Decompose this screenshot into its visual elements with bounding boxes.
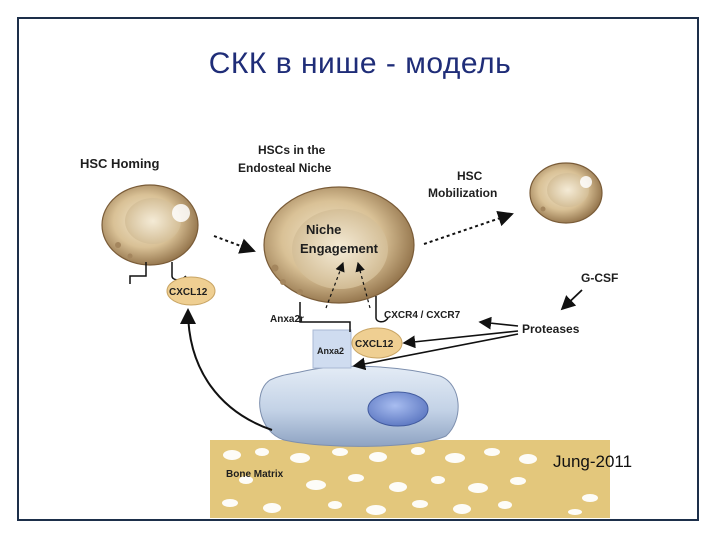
anxa2r-receptor [299,302,351,332]
return-arrow [180,308,273,431]
cxcl12-left-chemokine [166,276,216,306]
proteases-arrow-cxcl12 [402,330,519,349]
proteases-arrow-anxa2 [352,333,519,371]
anxa2r-label: Anxa2r [270,314,304,325]
homing-hsc-cell [101,184,199,266]
homing-receptor-left [129,262,147,284]
niche-engagement-line1: Niche [306,222,341,237]
mobilization-dotted-arrow [423,210,514,245]
cxcr4-cxcr7-label: CXCR4 / CXCR7 [384,310,461,321]
nucleus [367,391,429,427]
proteases-label: Proteases [522,322,580,336]
cxcl12-left-label: CXCL12 [169,287,208,298]
anxa2-block [312,329,352,369]
cxcr4-receptor [375,296,389,323]
mobilization-title-line1: HSC [457,169,483,183]
g-csf-label: G-CSF [581,271,618,285]
niche-title-line2: Endosteal Niche [238,161,332,175]
bone-matrix [210,440,610,518]
hsc-homing-label: HSC Homing [80,156,160,171]
engagement-arrow-right [355,261,371,309]
cxcl12-center-chemokine [351,327,403,359]
citation: Jung-2011 [553,452,633,471]
homing-dotted-arrow [213,235,256,254]
proteases-arrow-receptor [478,316,519,330]
engagement-arrow-left [325,261,345,309]
niche-engagement-line2: Engagement [300,241,379,256]
anxa2-label: Anxa2 [317,346,344,356]
cxcl12-center-label: CXCL12 [355,339,394,350]
mobilization-title-line2: Mobilization [428,186,497,200]
osteoblast-cell [259,365,459,447]
bone-matrix-label: Bone Matrix [226,469,284,480]
slide-title: СКК в нише - модель [208,47,512,80]
mobilized-hsc-cell [529,162,603,224]
niche-title-line1: HSCs in the [258,143,326,157]
g-csf-arrow [560,289,583,311]
